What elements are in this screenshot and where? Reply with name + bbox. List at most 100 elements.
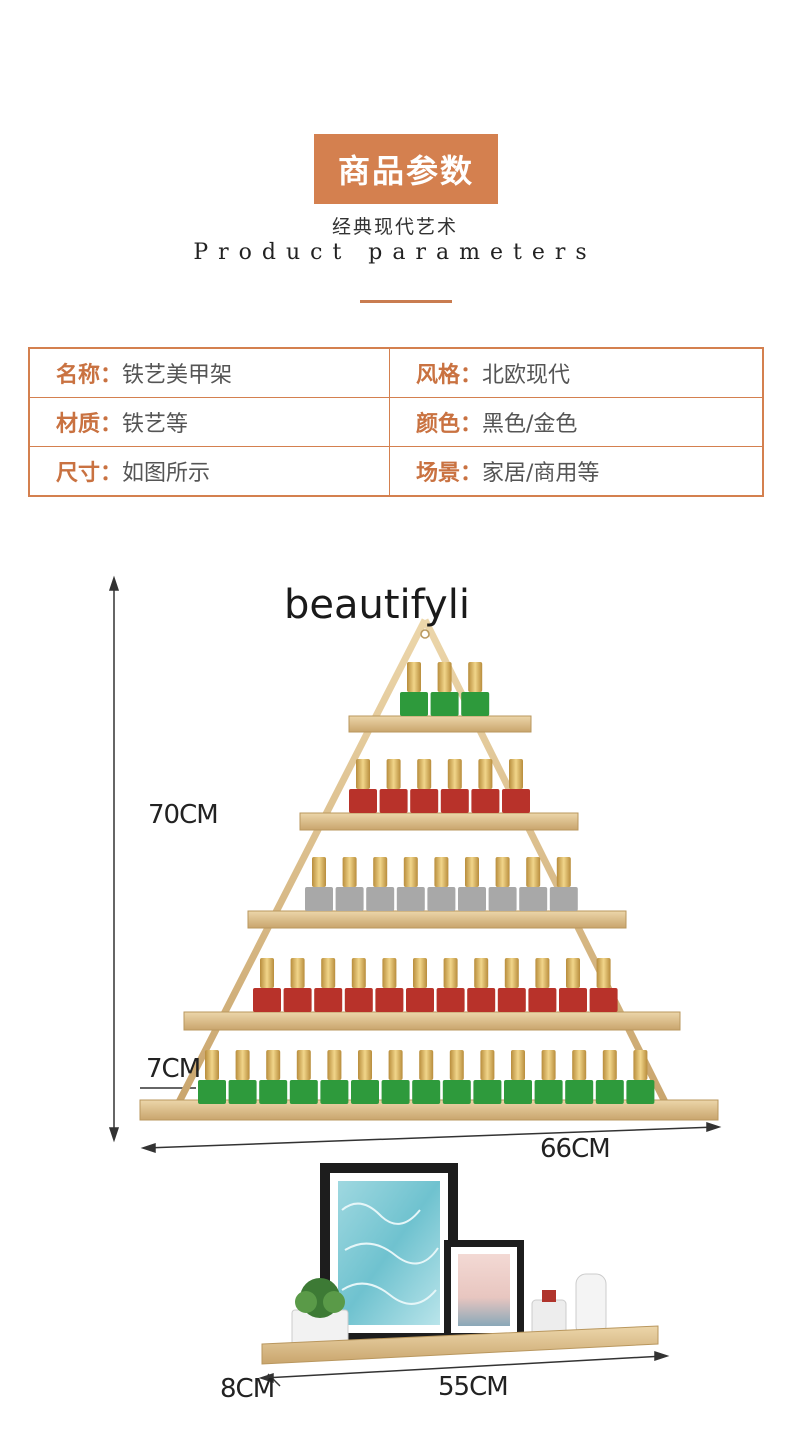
bottle-body [430, 692, 459, 716]
nail-polish-bottle [565, 1050, 594, 1104]
nail-polish-bottle [412, 1050, 441, 1104]
nail-polish-bottle [198, 1050, 226, 1104]
bottle-cap [468, 662, 483, 692]
param-value: 北欧现代 [481, 363, 570, 388]
params-row: 材质：铁艺等 颜色：黑色/金色 [28, 397, 764, 447]
nail-polish-bottle [436, 958, 465, 1012]
param-separator: ： [459, 461, 482, 486]
shelf-tier-4 [183, 1011, 681, 1031]
bottle-body [626, 1080, 655, 1104]
beach-artwork [458, 1254, 510, 1326]
decor-shelf [261, 1325, 659, 1365]
param-key: 尺寸 [56, 461, 101, 486]
bottle-body [488, 887, 517, 911]
divider [360, 300, 452, 303]
nail-polish-bottle [626, 1050, 655, 1104]
width-label: 66CM [540, 1134, 611, 1164]
nail-polish-bottle [440, 759, 469, 813]
height-label: 70CM [148, 800, 219, 830]
nail-polish-bottle [259, 1050, 288, 1104]
params-row: 尺寸：如图所示 场景：家居/商用等 [28, 446, 764, 497]
param-key: 材质 [56, 412, 101, 437]
bottle-cap [407, 662, 421, 692]
bottle-body [314, 988, 343, 1012]
bottle-cap [413, 958, 427, 988]
decor-shelf-group [261, 1163, 659, 1365]
nail-polish-bottle [458, 857, 486, 911]
shelves [139, 715, 719, 1121]
bottle-cap [205, 1050, 219, 1080]
bottle-body [259, 1080, 288, 1104]
nail-polish-bottle [379, 759, 408, 813]
nail-polish-bottle [410, 759, 439, 813]
nail-polish-bottle [289, 1050, 318, 1104]
nail-polish-bottle [253, 958, 281, 1012]
param-key: 颜色 [415, 412, 460, 437]
bottle-cap [633, 1050, 648, 1080]
bottle-cap [535, 958, 550, 988]
shelf-tier-2 [299, 812, 579, 831]
nail-polish-bottle [497, 958, 526, 1012]
width-line [145, 1126, 717, 1149]
nail-polish-bottle [559, 958, 587, 1012]
bottle-body [406, 988, 434, 1012]
bottle-body [344, 988, 373, 1012]
bottle-body [320, 1080, 349, 1104]
param-value: 家居/商用等 [481, 461, 600, 486]
bottle-body [595, 1080, 624, 1104]
bottle-body [504, 1080, 532, 1104]
bottle-body [427, 887, 456, 911]
nail-polish-bottle [344, 958, 373, 1012]
bottle-cap [386, 759, 401, 789]
nail-polish-bottle [534, 1050, 563, 1104]
arrow-up-icon [108, 575, 120, 591]
bottle-body [379, 789, 408, 813]
hanging-ring-icon [420, 629, 430, 639]
nail-polish-bottle [320, 1050, 349, 1104]
bottle-cap [434, 857, 449, 887]
bottle-body [565, 1080, 594, 1104]
bottle-cap [504, 958, 519, 988]
bottle-body [519, 887, 548, 911]
nail-polish-bottle [366, 857, 395, 911]
bottle-body [440, 789, 469, 813]
bottle-body [589, 988, 618, 1012]
nail-polish-bottle [473, 1050, 502, 1104]
bottle-body [289, 1080, 318, 1104]
param-key: 场景 [415, 461, 460, 486]
bottle-cap [290, 958, 305, 988]
plant-leaf-icon [295, 1291, 317, 1313]
param-value: 如图所示 [122, 461, 211, 486]
bottle-body [349, 789, 377, 813]
nail-polish-bottle [228, 1050, 257, 1104]
bottle-body [410, 789, 439, 813]
bottle-body [396, 887, 425, 911]
nail-polish-bottle [488, 857, 517, 911]
params-table: 名称：铁艺美甲架 风格：北欧现代 材质：铁艺等 颜色：黑色/金色 尺寸：如图所示… [28, 347, 764, 497]
bottle-cap [342, 857, 357, 887]
nail-polish-bottle [519, 857, 548, 911]
nail-polish-bottle [351, 1050, 379, 1104]
nail-polish-bottle [381, 1050, 410, 1104]
param-cell: 场景：家居/商用等 [388, 446, 764, 497]
param-value: 黑色/金色 [481, 412, 578, 437]
bottle-cap [235, 1050, 250, 1080]
bottle-body [400, 692, 428, 716]
bottle-cap [388, 1050, 403, 1080]
bottle-body [549, 887, 578, 911]
bottle-body [458, 887, 486, 911]
plant-leaf-icon [323, 1291, 345, 1313]
nail-polish-bottle [430, 662, 459, 716]
bottle-cap [321, 958, 336, 988]
param-key: 风格 [415, 363, 460, 388]
shelf-tier-1 [348, 715, 532, 733]
bottle-body [335, 887, 364, 911]
bottle-body [253, 988, 281, 1012]
bottle-cap [556, 857, 571, 887]
bottle-cap [596, 958, 611, 988]
bottle-cap [437, 662, 452, 692]
bottle-cap [266, 1050, 281, 1080]
nail-polish-bottle [349, 759, 377, 813]
param-cell: 尺寸：如图所示 [28, 446, 390, 497]
params-row: 名称：铁艺美甲架 风格：北欧现代 [28, 347, 764, 398]
